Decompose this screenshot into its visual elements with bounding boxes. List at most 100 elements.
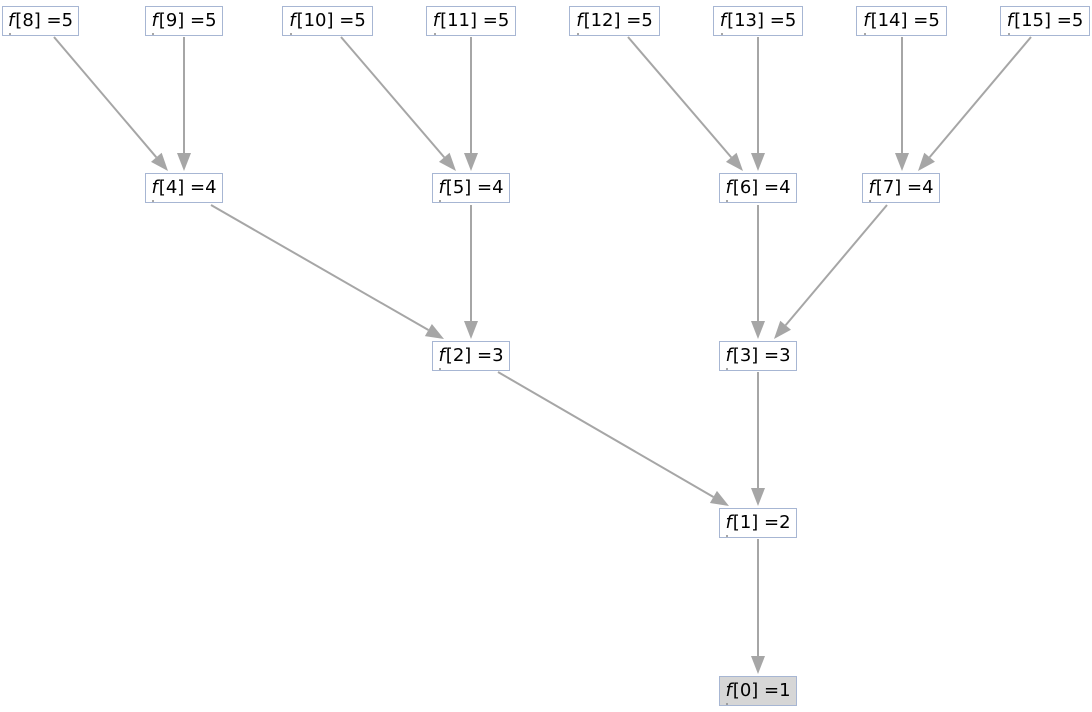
node-f-13: f[13] = 5: [713, 6, 803, 36]
node-argument: 3: [739, 345, 752, 366]
edge-line: [340, 36, 446, 158]
function-symbol: f: [725, 680, 732, 705]
arrowhead-icon: [751, 656, 765, 674]
bracket-close: ] =: [33, 10, 62, 31]
function-symbol: f: [7, 10, 15, 35]
bracket-open: [: [1014, 10, 1022, 31]
node-f-3: f[3] = 3: [719, 341, 797, 371]
bracket-close: ] =: [470, 10, 498, 31]
bracket-open: [: [732, 345, 740, 366]
node-argument: 4: [165, 177, 178, 198]
bracket-open: [: [440, 10, 448, 31]
node-value: 5: [61, 10, 74, 31]
node-argument: 1: [739, 512, 752, 533]
node-value: 3: [779, 345, 791, 366]
bracket-close: ] =: [751, 345, 780, 366]
node-argument: 7: [882, 177, 895, 198]
arrowhead-icon: [151, 152, 168, 171]
edge-line: [210, 204, 429, 331]
node-f-2: f[2] = 3: [432, 341, 510, 371]
bracket-open: [: [583, 10, 591, 31]
edges-layer: [53, 36, 1032, 674]
function-symbol: f: [725, 345, 732, 370]
edge-n14-to-n7: [895, 37, 909, 171]
node-argument: 12: [590, 10, 614, 31]
arrowhead-icon: [895, 153, 909, 171]
node-value: 5: [205, 10, 217, 31]
arrowhead-icon: [438, 152, 456, 171]
edge-n13-to-n6: [751, 37, 765, 171]
edge-line: [784, 204, 888, 326]
edge-n8-to-n4: [53, 36, 168, 171]
node-value: 4: [779, 177, 791, 198]
bracket-close: ] =: [751, 512, 780, 533]
function-symbol: f: [438, 177, 445, 202]
arrowhead-icon: [424, 323, 444, 339]
node-f-0: f[0] = 1: [719, 676, 797, 706]
edge-line: [928, 36, 1032, 158]
node-f-1: f[1] = 2: [719, 508, 797, 538]
bracket-close: ] =: [1044, 10, 1072, 31]
bracket-close: ] =: [894, 177, 923, 198]
node-argument: 14: [877, 10, 901, 31]
node-argument: 15: [1021, 10, 1044, 31]
node-f-9: f[9] = 5: [145, 6, 223, 36]
arrowhead-icon: [709, 490, 729, 506]
node-value: 5: [1071, 10, 1084, 31]
edge-n3-to-n1: [751, 372, 765, 506]
arrowhead-icon: [725, 152, 743, 171]
bracket-open: [: [732, 680, 740, 701]
node-value: 5: [497, 10, 510, 31]
node-f-7: f[7] = 4: [862, 173, 940, 203]
edge-n6-to-n3: [751, 205, 765, 339]
edge-n11-to-n5: [464, 37, 478, 171]
bracket-close: ] =: [464, 177, 493, 198]
node-f-11: f[11] = 5: [426, 6, 516, 36]
edge-n2-to-n1: [497, 371, 729, 506]
arrowhead-icon: [464, 321, 478, 339]
node-value: 5: [928, 10, 940, 31]
bracket-close: ] =: [464, 345, 493, 366]
arrowhead-icon: [751, 488, 765, 506]
arrowhead-icon: [751, 153, 765, 171]
edge-n1-to-n0: [751, 539, 765, 674]
node-argument: 10: [303, 10, 327, 31]
node-value: 4: [492, 177, 504, 198]
bracket-close: ] =: [326, 10, 355, 31]
node-value: 5: [641, 10, 653, 31]
node-argument: 2: [452, 345, 465, 366]
node-argument: 13: [734, 10, 757, 31]
node-f-5: f[5] = 4: [432, 173, 510, 203]
node-f-14: f[14] = 5: [856, 6, 947, 36]
node-value: 5: [784, 10, 797, 31]
function-symbol: f: [151, 10, 158, 35]
edge-n9-to-n4: [177, 37, 191, 171]
bracket-open: [: [296, 10, 304, 31]
arrowhead-icon: [177, 153, 191, 171]
function-symbol: f: [1006, 10, 1014, 35]
bracket-open: [: [158, 10, 166, 31]
edge-line: [627, 36, 733, 158]
edge-n4-to-n2: [210, 204, 444, 339]
edge-n12-to-n6: [627, 36, 743, 171]
function-symbol: f: [725, 512, 732, 537]
node-argument: 0: [739, 680, 752, 701]
function-symbol: f: [289, 10, 296, 35]
bracket-close: ] =: [751, 177, 780, 198]
bracket-close: ] =: [900, 10, 929, 31]
edge-n5-to-n2: [464, 205, 478, 339]
bracket-close: ] =: [177, 177, 206, 198]
bracket-close: ] =: [751, 680, 780, 701]
arrowhead-icon: [918, 152, 935, 171]
function-symbol: f: [719, 10, 727, 35]
edge-n15-to-n7: [918, 36, 1032, 171]
node-f-6: f[6] = 4: [719, 173, 797, 203]
arrowhead-icon: [751, 321, 765, 339]
function-symbol: f: [863, 10, 870, 35]
bracket-close: ] =: [613, 10, 642, 31]
bracket-open: [: [870, 10, 878, 31]
edge-n7-to-n3: [774, 204, 888, 339]
function-symbol: f: [576, 10, 583, 35]
bracket-open: [: [445, 177, 453, 198]
